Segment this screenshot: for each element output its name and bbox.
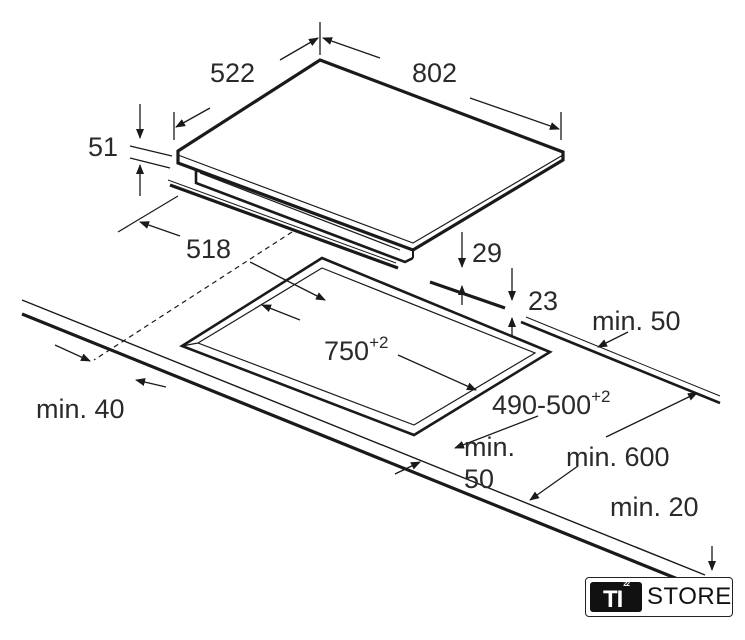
dim-750-tolerance: +2 (369, 333, 388, 352)
logo-mark-sup: 22 (623, 581, 630, 588)
dim-490-500-value: 490-500 (492, 390, 591, 420)
worktop-right-edge (520, 320, 721, 405)
logo-mark: TI22 (590, 581, 642, 613)
dim-490-500-tolerance: +2 (591, 387, 610, 406)
worktop-front-bottom (21, 312, 706, 592)
dim-29: 29 (472, 238, 502, 268)
dim-750: 750+2 (324, 333, 388, 366)
dim-51: 51 (88, 132, 118, 162)
cooktop-base (194, 170, 414, 264)
dimension-lines (54, 22, 716, 571)
cutout (179, 256, 553, 437)
dim-min-600: min. 600 (566, 442, 670, 472)
store-logo: TI22 STORE (585, 577, 733, 617)
cutout-inner (196, 267, 537, 426)
dim-min-50-right: min. 50 (592, 306, 681, 336)
logo-mark-text: TI (602, 586, 623, 613)
logo-text: STORE (647, 583, 732, 610)
worktop (21, 179, 721, 592)
dim-min-40: min. 40 (36, 394, 125, 424)
cooktop (176, 58, 565, 264)
dim-min-front: min. (464, 432, 515, 462)
dim-522: 522 (210, 58, 255, 88)
dashed-ref (93, 231, 293, 361)
cooktop-top-surface (176, 58, 565, 252)
worktop-back-edge-right (429, 280, 506, 310)
dim-min-20: min. 20 (610, 492, 699, 522)
worktop-back-edge (169, 183, 399, 270)
dim-518: 518 (186, 234, 231, 264)
worktop-front-top (21, 299, 706, 576)
dim-490-500: 490-500+2 (492, 387, 610, 420)
cooktop-base-inner (199, 172, 401, 251)
dim-802: 802 (412, 58, 457, 88)
dim-750-value: 750 (324, 336, 369, 366)
cooktop-top-edge (177, 154, 564, 244)
cutout-outer (179, 256, 553, 437)
dim-23: 23 (528, 286, 558, 316)
dim-min-front-value: 50 (464, 464, 494, 494)
